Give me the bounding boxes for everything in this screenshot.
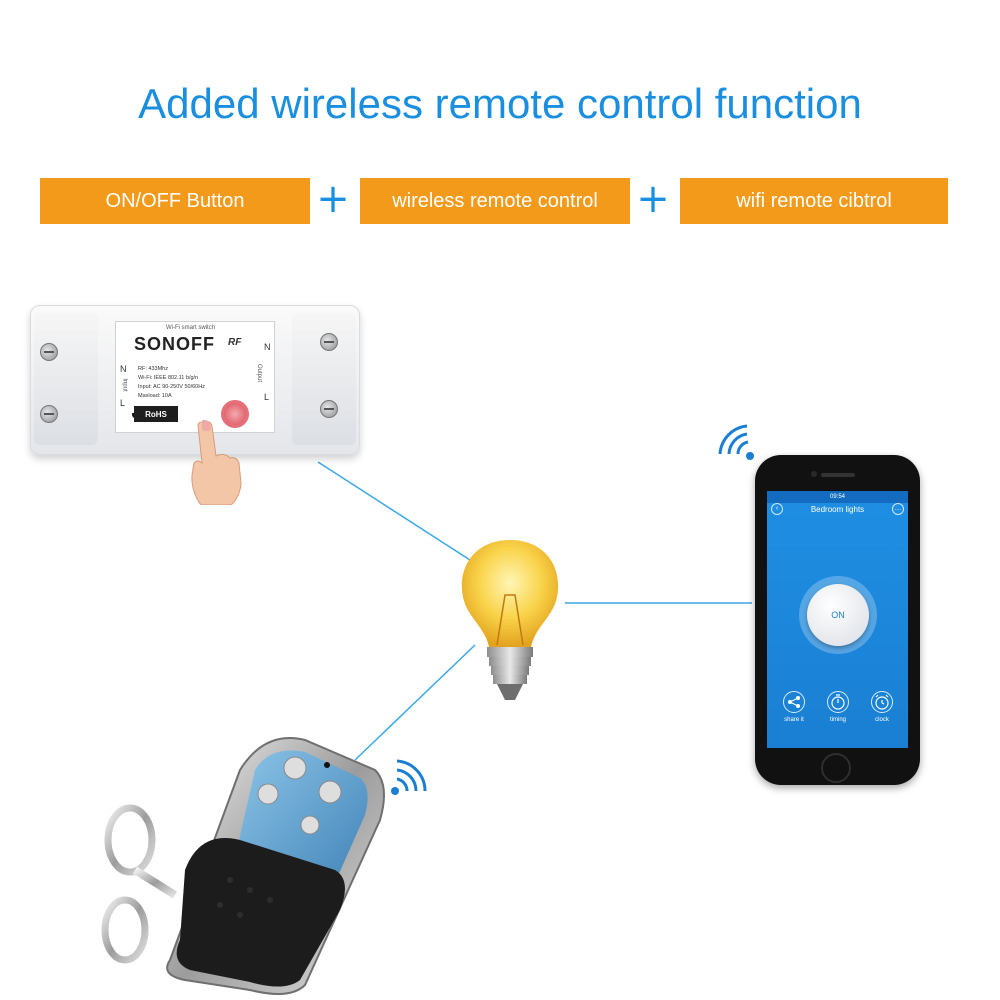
switch-end-right bbox=[292, 313, 356, 445]
action-label: clock bbox=[875, 717, 889, 723]
device-spec: Maxload: 10A bbox=[138, 393, 172, 399]
connector-remote-bulb bbox=[354, 644, 476, 761]
switch-end-left bbox=[34, 313, 98, 445]
app-screen: 09:54 ‹ Bedroom lights … ON share it tim… bbox=[767, 491, 908, 748]
timer-icon bbox=[827, 691, 849, 713]
home-button bbox=[821, 753, 851, 783]
feature-wireless-remote: wireless remote control bbox=[360, 178, 630, 224]
alarm-clock-icon bbox=[871, 691, 893, 713]
feature-wifi-remote: wifi remote cibtrol bbox=[680, 178, 948, 224]
feature-onoff-button: ON/OFF Button bbox=[40, 178, 310, 224]
device-type-note: Wi-Fi smart switch bbox=[166, 325, 215, 331]
rohs-badge: RoHS bbox=[134, 406, 178, 422]
headline: Added wireless remote control function bbox=[138, 80, 862, 127]
smartphone: 09:54 ‹ Bedroom lights … ON share it tim… bbox=[755, 455, 920, 785]
rf-signal-icon bbox=[391, 759, 427, 795]
terminal-l-left: L bbox=[120, 398, 126, 408]
status-bar-time: 09:54 bbox=[767, 491, 908, 503]
connector-switch-bulb bbox=[317, 461, 471, 561]
action-label: timing bbox=[829, 717, 846, 723]
remote-led bbox=[324, 762, 330, 768]
screw-icon bbox=[40, 343, 58, 361]
device-spec: RF: 433Mhz bbox=[138, 366, 168, 372]
screw-icon bbox=[320, 333, 338, 351]
light-bulb bbox=[461, 540, 559, 700]
phone-speaker bbox=[821, 473, 855, 477]
power-switch-ring: ON bbox=[799, 576, 877, 654]
remote-button-b bbox=[318, 780, 342, 804]
power-toggle-button[interactable]: ON bbox=[807, 584, 869, 646]
timing-action[interactable]: timing bbox=[821, 691, 855, 723]
remote-button-a bbox=[283, 756, 307, 780]
rf-remote-keyfob bbox=[101, 737, 385, 995]
share-icon bbox=[783, 691, 805, 713]
plus-sign: + bbox=[316, 176, 350, 222]
action-label: share it bbox=[784, 717, 804, 723]
device-spec: Input: AC 90-250V 50/60Hz bbox=[138, 384, 205, 390]
finger-press-icon bbox=[191, 420, 242, 505]
app-device-title: Bedroom lights bbox=[810, 505, 865, 514]
wifi-signal-icon bbox=[718, 424, 754, 460]
terminal-n-right: N bbox=[264, 342, 271, 352]
terminal-n-left: N bbox=[120, 364, 127, 374]
device-brand: SONOFF bbox=[134, 334, 215, 354]
more-icon[interactable]: … bbox=[892, 503, 904, 515]
screw-icon bbox=[320, 400, 338, 418]
front-camera bbox=[811, 471, 817, 477]
plus-sign: + bbox=[636, 176, 670, 222]
device-label: Wi-Fi smart switch SONOFF RF RF: 433Mhz … bbox=[115, 321, 275, 433]
device-brand-suffix: RF bbox=[228, 337, 242, 348]
output-label: Output bbox=[256, 363, 263, 383]
power-push-button[interactable] bbox=[221, 400, 249, 428]
terminal-l-right: L bbox=[264, 392, 270, 402]
input-label: Input bbox=[121, 378, 128, 392]
clock-action[interactable]: clock bbox=[865, 691, 899, 723]
remote-button-d bbox=[300, 815, 320, 835]
device-spec: Wi-Fi: IEEE 802.11 b/g/n bbox=[138, 375, 199, 381]
screw-icon bbox=[40, 405, 58, 423]
remote-button-c bbox=[257, 783, 279, 805]
share-action[interactable]: share it bbox=[777, 691, 811, 723]
back-arrow-icon[interactable]: ‹ bbox=[771, 503, 783, 515]
smart-switch-device: Wi-Fi smart switch SONOFF RF RF: 433Mhz … bbox=[30, 305, 360, 505]
